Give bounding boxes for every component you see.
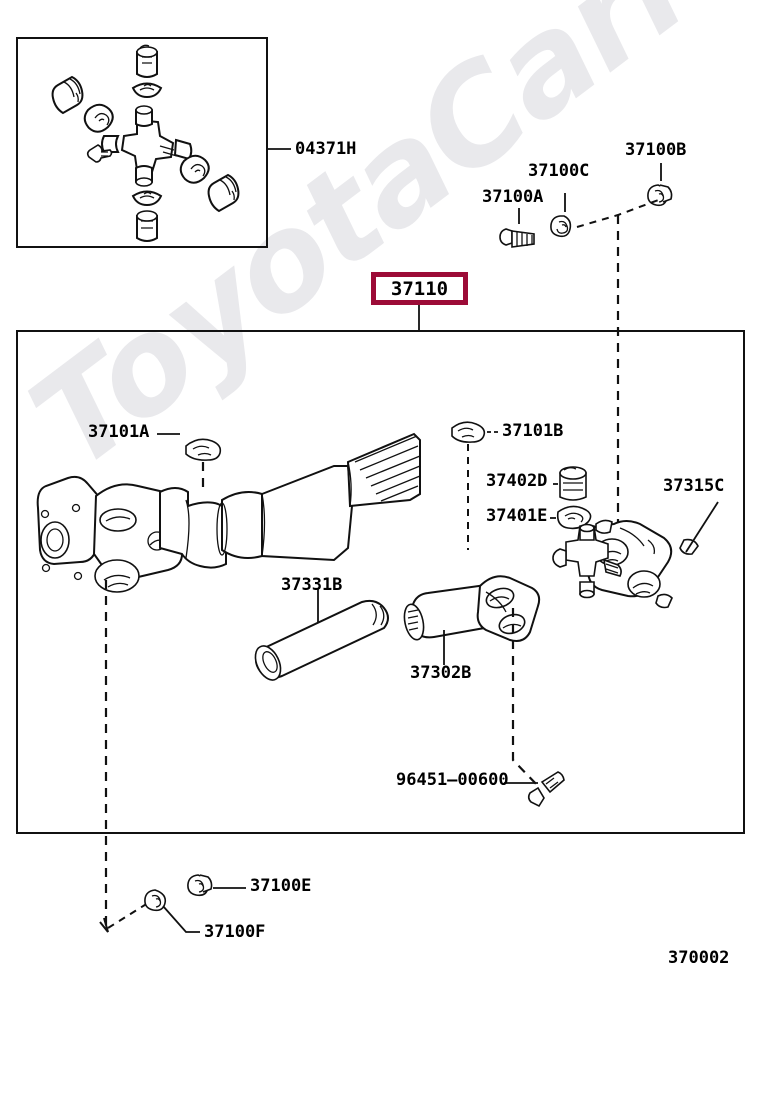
bearing-cup-right — [207, 173, 240, 213]
nut-37100F — [144, 889, 200, 933]
snap-ring-37401E — [550, 505, 592, 530]
bolt-96451-00600 — [504, 608, 565, 808]
yoke-37315C — [587, 501, 719, 609]
callout-label-37100A[interactable]: 37100A — [482, 187, 544, 207]
universal-joint-kit-drawing — [51, 44, 291, 242]
drawing-number: 370002 — [668, 948, 730, 968]
snap-ring-left — [83, 103, 114, 133]
callout-label-37100B[interactable]: 37100B — [625, 140, 687, 160]
callout-label-37100E[interactable]: 37100E — [250, 876, 312, 896]
spider-cross — [101, 105, 193, 187]
bolt-37100A — [499, 208, 535, 248]
snap-ring-bottom — [131, 190, 163, 207]
part-number-badge-37110[interactable]: 37110 — [371, 272, 468, 305]
main-frame-box — [16, 330, 745, 834]
leader-37315C — [685, 501, 719, 553]
snap-ring-right — [179, 154, 210, 184]
snap-ring-top — [131, 82, 163, 99]
inset-frame-box — [16, 37, 268, 248]
callout-label-04371H[interactable]: 04371H — [295, 139, 357, 159]
clip-37101B — [451, 421, 499, 550]
callout-label-37331B[interactable]: 37331B — [281, 575, 343, 595]
grease-fitting — [86, 144, 113, 163]
bearing-cup-bottom — [136, 210, 158, 242]
leader-37100F — [162, 905, 200, 933]
callout-label-37315C[interactable]: 37315C — [663, 476, 725, 496]
part-number-badge-label: 37110 — [390, 277, 449, 300]
callout-label-37402D[interactable]: 37402D — [486, 471, 548, 491]
bearing-cup-top — [136, 44, 158, 78]
callout-label-37101B[interactable]: 37101B — [502, 421, 564, 441]
dash-96451 — [511, 608, 539, 787]
arrow-head-left — [99, 917, 109, 933]
nut-37100C — [550, 193, 572, 238]
bushing-37402D — [553, 466, 587, 501]
propeller-shaft-assembly — [36, 432, 421, 593]
bearing-cup-left — [51, 75, 84, 115]
universal-joint-cross-center — [552, 523, 622, 599]
nut-37100E — [187, 874, 246, 897]
assembly-dash-left-diagonal — [107, 897, 157, 929]
callout-label-37101A[interactable]: 37101A — [88, 422, 150, 442]
nut-37100B — [647, 163, 673, 207]
callout-label-37100F[interactable]: 37100F — [204, 922, 266, 942]
callout-label-37302B[interactable]: 37302B — [410, 663, 472, 683]
callout-label-37100C[interactable]: 37100C — [528, 161, 590, 181]
clip-37101A — [185, 438, 222, 461]
callout-label-96451-00600[interactable]: 96451‒00600 — [396, 770, 509, 790]
dust-tube-37331B — [254, 588, 389, 681]
sleeve-yoke-37302B — [403, 575, 541, 665]
callout-label-37401E[interactable]: 37401E — [486, 506, 548, 526]
